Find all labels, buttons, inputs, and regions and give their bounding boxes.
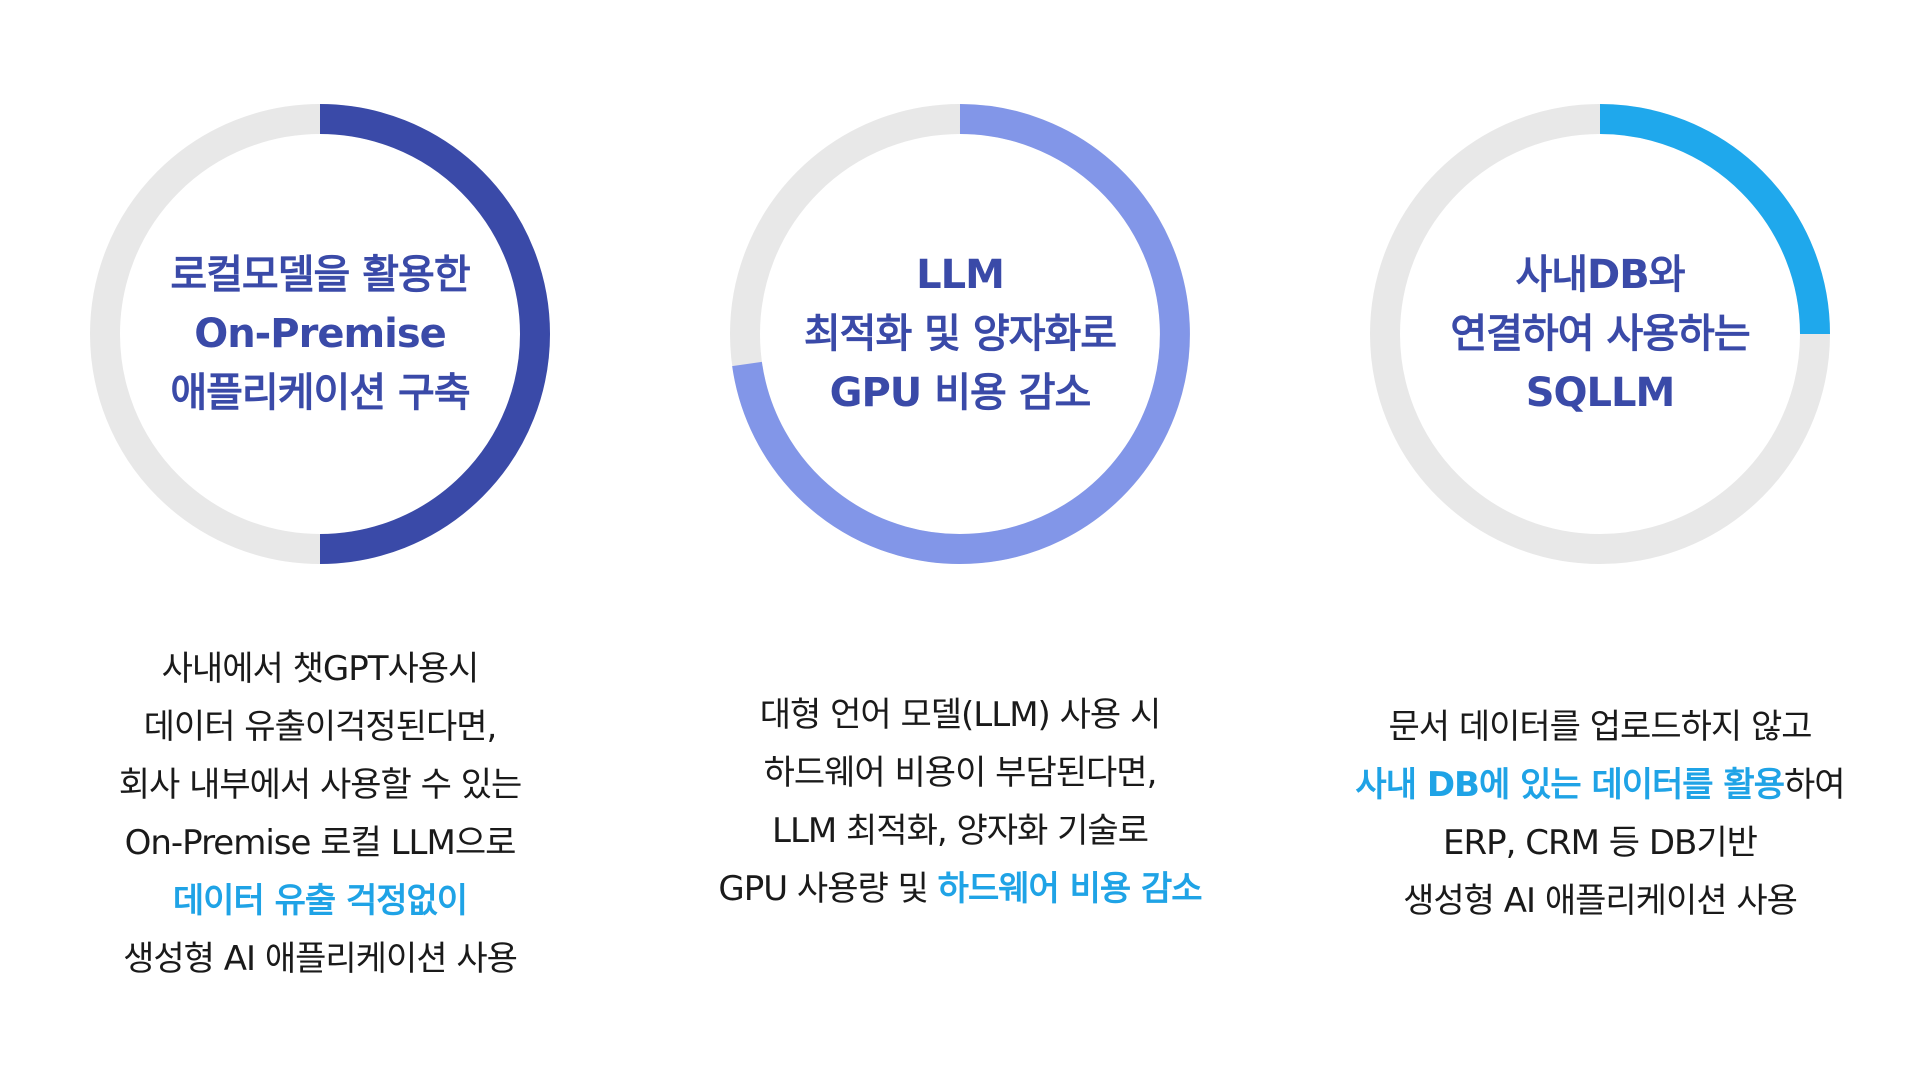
panel-llm-optimization: LLM 최적화 및 양자화로 GPU 비용 감소 대형 언어 모델(LLM) 사… — [640, 0, 1280, 1080]
progress-ring — [1370, 104, 1830, 564]
description-line: 생성형 AI 애플리케이션 사용 — [1280, 872, 1920, 930]
description-text: 문서 데이터를 업로드하지 않고 — [1388, 707, 1812, 747]
ring-title-line: 최적화 및 양자화로 — [803, 311, 1117, 357]
description-text: 회사 내부에서 사용할 수 있는 — [118, 765, 523, 805]
ring-llm-optimization: LLM 최적화 및 양자화로 GPU 비용 감소 — [720, 94, 1200, 574]
description-line: 회사 내부에서 사용할 수 있는 — [0, 756, 640, 814]
description-highlight: 데이터 유출 걱정없이 — [172, 881, 468, 921]
description: 사내에서 챗GPT사용시 데이터 유출이걱정된다면, 회사 내부에서 사용할 수… — [0, 640, 640, 988]
ring-title-line: 연결하여 사용하는 — [1450, 311, 1750, 357]
description-text: GPU 사용량 및 — [718, 869, 938, 909]
ring-title-line: 로컬모델을 활용한 — [170, 252, 470, 298]
description-line: 데이터 유출이걱정된다면, — [0, 698, 640, 756]
ring-title: 사내DB와 연결하여 사용하는 SQLLM — [1360, 246, 1840, 423]
ring-sqllm: 사내DB와 연결하여 사용하는 SQLLM — [1360, 94, 1840, 574]
panel-sqllm: 사내DB와 연결하여 사용하는 SQLLM 문서 데이터를 업로드하지 않고 사… — [1280, 0, 1920, 1080]
description-text: On-Premise 로컬 LLM으로 — [124, 823, 517, 863]
description-text: 대형 언어 모델(LLM) 사용 시 — [759, 695, 1161, 735]
ring-title-line: GPU 비용 감소 — [829, 370, 1092, 416]
description-text: 하드웨어 비용이 부담된다면, — [763, 753, 1158, 793]
description-line: LLM 최적화, 양자화 기술로 — [640, 802, 1280, 860]
description-line: 문서 데이터를 업로드하지 않고 — [1280, 698, 1920, 756]
description-text: 사내에서 챗GPT사용시 — [161, 649, 480, 689]
description-text: ERP, CRM 등 DB기반 — [1443, 823, 1758, 863]
description-line: 사내에서 챗GPT사용시 — [0, 640, 640, 698]
description-line: 하드웨어 비용이 부담된다면, — [640, 744, 1280, 802]
description-line: ERP, CRM 등 DB기반 — [1280, 814, 1920, 872]
description-line: 사내 DB에 있는 데이터를 활용하여 — [1280, 756, 1920, 814]
ring-title-line: LLM — [916, 252, 1005, 298]
description-text: LLM 최적화, 양자화 기술로 — [772, 811, 1149, 851]
ring-on-premise: 로컬모델을 활용한 On-Premise 애플리케이션 구축 — [80, 94, 560, 574]
ring-title-line: On-Premise — [194, 311, 447, 357]
description-text: 생성형 AI 애플리케이션 사용 — [1403, 881, 1798, 921]
ring-arc — [1599, 104, 1830, 335]
description-highlight: 하드웨어 비용 감소 — [937, 869, 1203, 909]
description: 대형 언어 모델(LLM) 사용 시 하드웨어 비용이 부담된다면, LLM 최… — [640, 686, 1280, 918]
ring-title: 로컬모델을 활용한 On-Premise 애플리케이션 구축 — [80, 246, 560, 423]
ring-title-line: 사내DB와 — [1515, 252, 1685, 298]
panel-on-premise: 로컬모델을 활용한 On-Premise 애플리케이션 구축 사내에서 챗GPT… — [0, 0, 640, 1080]
ring-arc — [732, 104, 1190, 564]
description-line: GPU 사용량 및 하드웨어 비용 감소 — [640, 860, 1280, 918]
description-line: On-Premise 로컬 LLM으로 — [0, 814, 640, 872]
description-highlight: 사내 DB에 있는 데이터를 활용 — [1355, 765, 1785, 805]
description: 문서 데이터를 업로드하지 않고 사내 DB에 있는 데이터를 활용하여 ERP… — [1280, 698, 1920, 930]
ring-title-line: SQLLM — [1525, 370, 1676, 416]
progress-ring — [90, 104, 550, 564]
description-line: 생성형 AI 애플리케이션 사용 — [0, 930, 640, 988]
description-text: 데이터 유출이걱정된다면, — [143, 707, 498, 747]
description-line: 대형 언어 모델(LLM) 사용 시 — [640, 686, 1280, 744]
progress-ring — [730, 104, 1190, 564]
ring-arc — [319, 104, 550, 564]
description-text: 생성형 AI 애플리케이션 사용 — [123, 939, 518, 979]
ring-title: LLM 최적화 및 양자화로 GPU 비용 감소 — [720, 246, 1200, 423]
description-text: 하여 — [1784, 765, 1846, 805]
description-line: 데이터 유출 걱정없이 — [0, 872, 640, 930]
ring-title-line: 애플리케이션 구축 — [170, 370, 470, 416]
